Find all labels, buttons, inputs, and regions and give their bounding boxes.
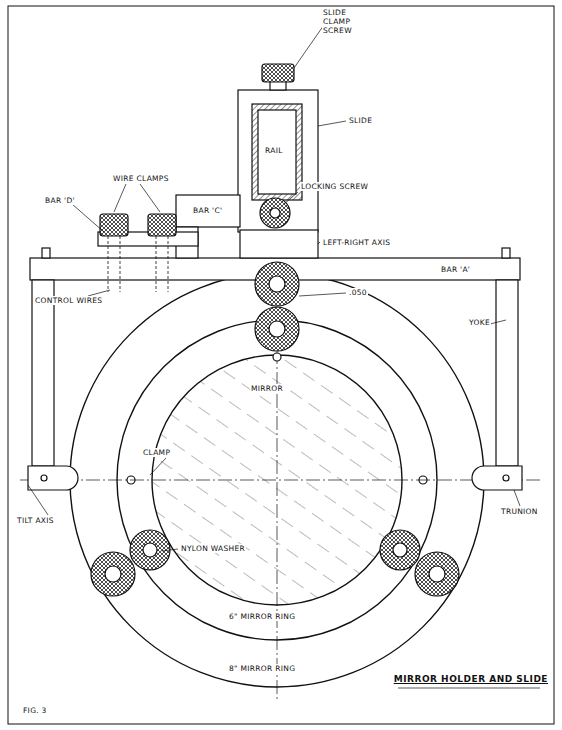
tilt-axis-label: TILT AXIS xyxy=(16,516,55,525)
rail-label: RAIL xyxy=(264,146,284,155)
wire-clamps-label: WIRE CLAMPS xyxy=(112,174,170,183)
trunion-label: TRUNION xyxy=(500,507,539,516)
locking-screw-label: LOCKING SCREW xyxy=(300,182,369,191)
mirror-ring-label: 6" MIRROR RING xyxy=(228,612,296,621)
left-right-axis-label: LEFT-RIGHT AXIS xyxy=(322,238,391,247)
nylon-washer-label: NYLON WASHER xyxy=(180,544,246,553)
yoke-label: YOKE xyxy=(468,318,491,327)
slide-label: SLIDE xyxy=(348,116,373,125)
slide-clamp-screw-label: SLIDE CLAMP SCREW xyxy=(322,8,368,35)
bar-a-label: BAR 'A' xyxy=(440,265,471,274)
drawing-title: MIRROR HOLDER AND SLIDE xyxy=(392,674,550,684)
gap-dimension: .050 xyxy=(348,288,368,297)
clamp-label: CLAMP xyxy=(142,448,171,457)
control-wires-label: CONTROL WIRES xyxy=(34,296,103,305)
mirror-ring-label: 8" MIRROR RING xyxy=(228,664,296,673)
bar-d-label: BAR 'D' xyxy=(44,196,76,205)
mirror-label: MIRROR xyxy=(250,384,284,393)
figure-number: FIG. 3 xyxy=(22,706,48,715)
bar-c-label: BAR 'C' xyxy=(192,206,223,215)
